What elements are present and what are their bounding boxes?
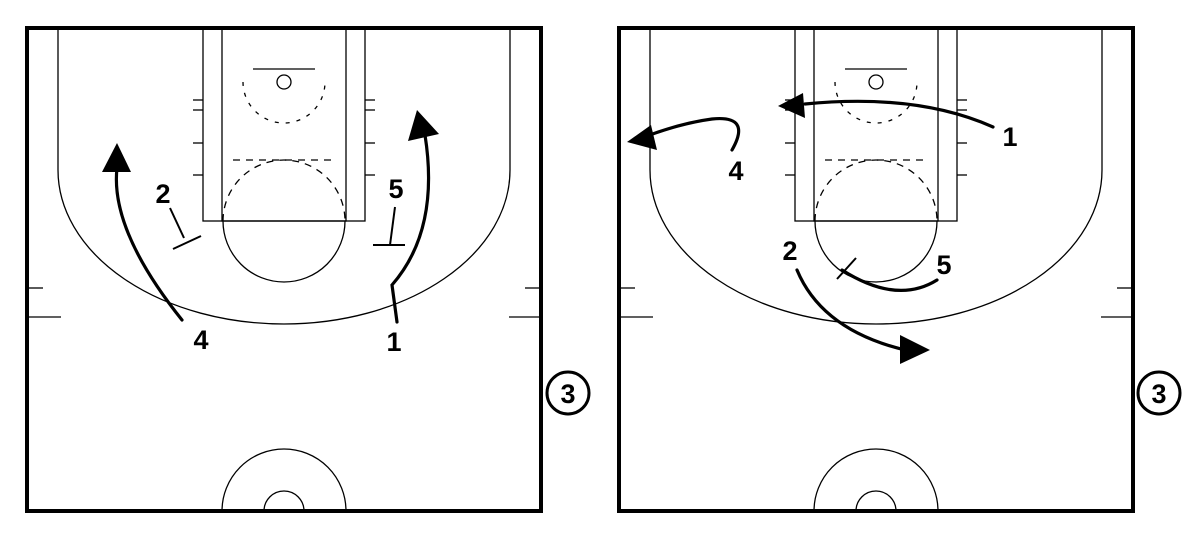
- arrowhead-icon: [102, 143, 131, 172]
- player-label: 2: [155, 179, 170, 209]
- movement-arrow: [840, 268, 939, 292]
- screen-line: [169, 207, 185, 239]
- player-label: 5: [388, 174, 403, 204]
- movement-arrow: [390, 133, 431, 324]
- player-label: 3: [1151, 379, 1166, 409]
- diagram-right: 1 4 2 5 3: [617, 26, 1182, 513]
- screen-line: [389, 206, 396, 246]
- player-label: 4: [193, 325, 208, 355]
- half-court-lines: [25, 26, 543, 513]
- arrowhead-icon: [408, 110, 439, 141]
- player-label: 3: [560, 379, 575, 409]
- movement-arrow: [114, 166, 184, 322]
- player-label: 1: [1002, 122, 1017, 152]
- player-marker: [545, 370, 591, 416]
- movement-arrow: [803, 99, 995, 129]
- screen-bar: [836, 257, 857, 280]
- arrowhead-icon: [627, 125, 657, 150]
- player-label: 2: [782, 236, 797, 266]
- movement-arrow: [645, 116, 741, 152]
- player-label: 4: [728, 156, 743, 186]
- screen-bar: [172, 235, 202, 250]
- player-label: 1: [386, 327, 401, 357]
- diagram-left: 2 5 4 1 3: [25, 26, 591, 513]
- player-marker: [1136, 370, 1182, 416]
- arrowhead-icon: [900, 335, 930, 364]
- arrowhead-icon: [778, 93, 805, 118]
- movement-arrow: [795, 268, 907, 352]
- player-label: 5: [936, 250, 951, 280]
